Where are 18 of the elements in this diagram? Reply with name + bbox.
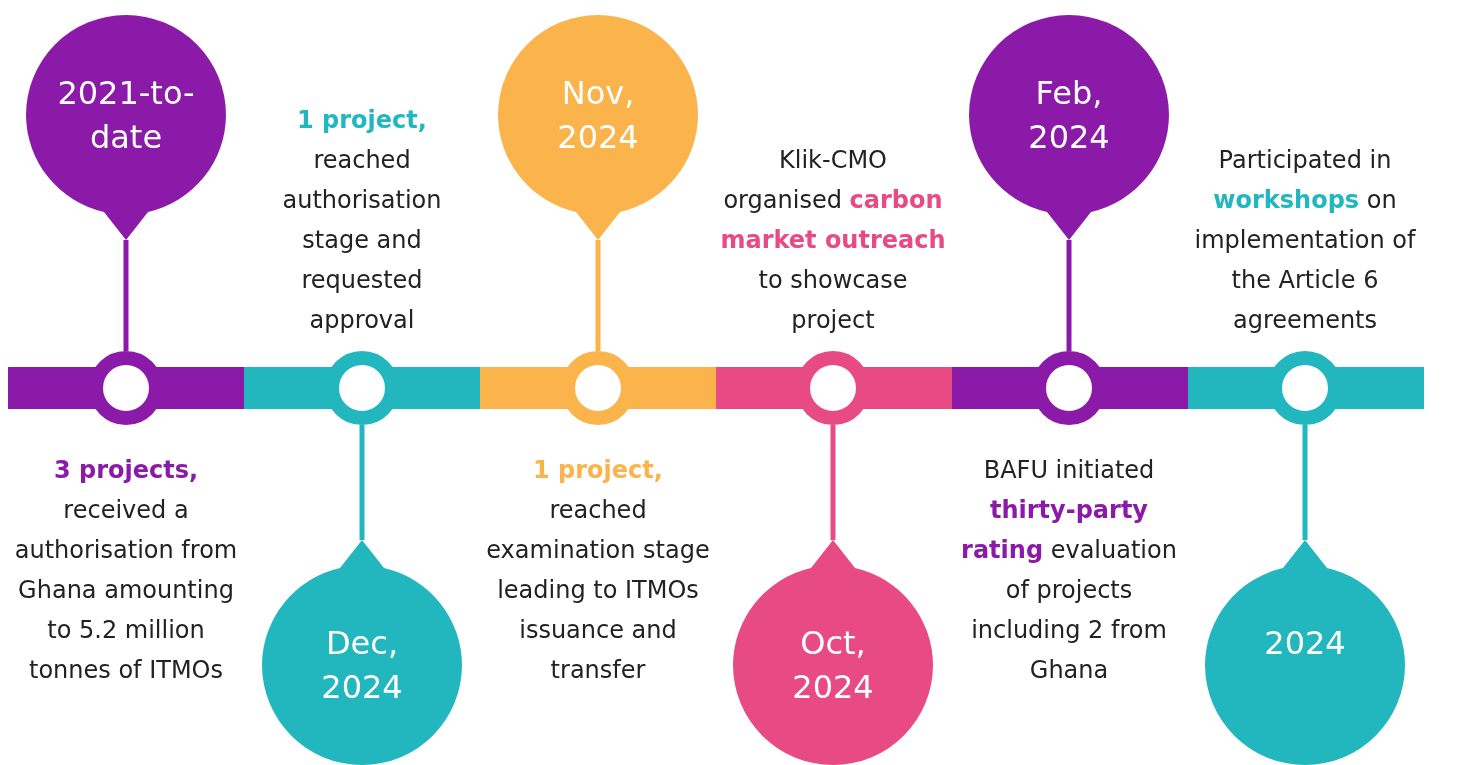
connector-line [830, 425, 836, 540]
date-label: 2021-to-date [56, 73, 196, 158]
date-label: 2024 [1263, 623, 1347, 664]
date-label: Nov, 2024 [556, 73, 640, 158]
date-label: Oct, 2024 [791, 623, 875, 708]
date-label: Feb, 2024 [1027, 73, 1111, 158]
connector-line [1066, 240, 1072, 351]
description-text: 1 project, reached authorisation stage and requested approval [281, 105, 443, 336]
description-text: Klik-CMO organised carbon market outreach to showcase project [719, 145, 947, 336]
description-text: 3 projects, received a authorisation from Ghana amounting to 5.2 million tonnes of ITMOs [13, 455, 239, 686]
description-text: 1 project, reached examination stage leading to ITMOs issuance and transfer [485, 455, 711, 686]
connector-line [1302, 425, 1308, 540]
connector-line [123, 240, 129, 351]
date-label: Dec, 2024 [320, 623, 404, 708]
connector-line [595, 240, 601, 351]
description-text: BAFU initiated thirty-party rating evaluation of projects including 2 from Ghana [960, 455, 1178, 686]
description-text: Participated in workshops on implementation of the Article 6 agreements [1193, 145, 1417, 336]
connector-line [359, 425, 365, 540]
